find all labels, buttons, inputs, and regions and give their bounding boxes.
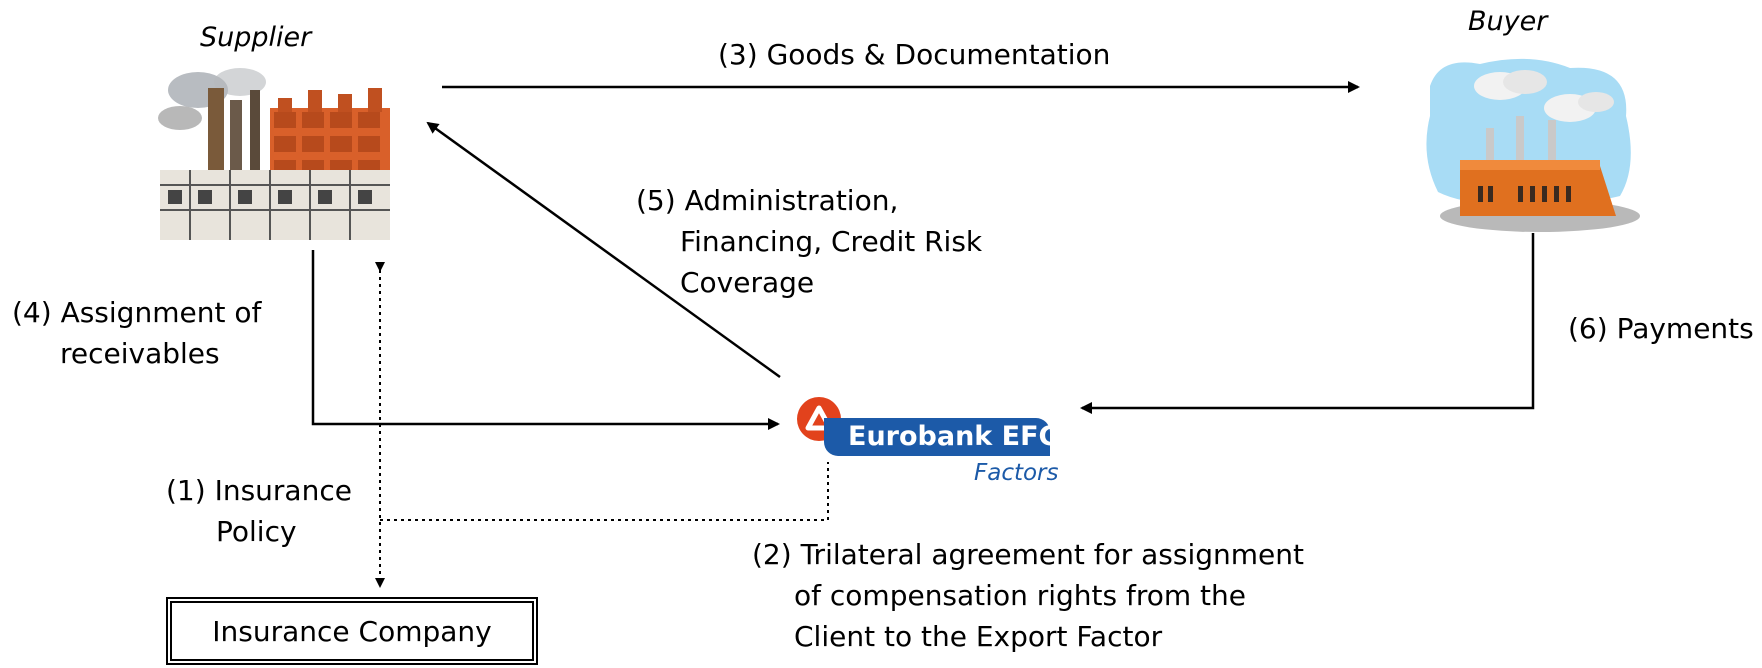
step1-line-2: Policy: [216, 515, 297, 548]
step4-label: (4) Assignment of receivables: [12, 292, 261, 374]
step2-label: (2) Trilateral agreement for assignment …: [752, 534, 1304, 657]
step1-line-1: (1) Insurance: [166, 474, 352, 507]
step3-label: (3) Goods & Documentation: [718, 34, 1110, 75]
step2-line-1: (2) Trilateral agreement for assignment: [752, 538, 1305, 571]
arrow-administration-financing: [426, 121, 781, 379]
line-trilateral-agreement: [380, 462, 829, 521]
eurobank-sub-name: Factors: [974, 460, 1059, 486]
eurobank-logo: Eurobank EFG Factors: [796, 396, 1061, 492]
arrow-payments: [1080, 233, 1535, 414]
step5-line-1: (5) Administration,: [636, 184, 899, 217]
step6-label: (6) Payments: [1568, 308, 1754, 349]
step2-line-2: of compensation rights from the: [794, 579, 1247, 612]
step6-line: (6) Payments: [1568, 312, 1754, 345]
supplier-title: Supplier: [200, 22, 312, 53]
step5-line-3: Coverage: [680, 266, 815, 299]
insurance-company-box: Insurance Company: [166, 597, 538, 665]
supplier-factory-icon: [158, 68, 390, 240]
step4-line-1: (4) Assignment of: [12, 296, 262, 329]
eurobank-brand-bar: [824, 418, 1050, 456]
step1-label: (1) Insurance Policy: [166, 470, 352, 552]
step5-label: (5) Administration, Financing, Credit Ri…: [636, 180, 982, 303]
eurobank-brand-name: Eurobank EFG: [848, 421, 1061, 452]
buyer-factory-icon: [1426, 58, 1640, 232]
insurance-company-label: Insurance Company: [212, 614, 492, 648]
step2-line-3: Client to the Export Factor: [794, 620, 1163, 653]
buyer-title: Buyer: [1468, 6, 1548, 37]
step5-line-2: Financing, Credit Risk: [680, 225, 983, 258]
step3-line: (3) Goods & Documentation: [718, 38, 1111, 71]
arrow-assignment-receivables: [311, 250, 780, 430]
step4-line-2: receivables: [60, 337, 220, 370]
